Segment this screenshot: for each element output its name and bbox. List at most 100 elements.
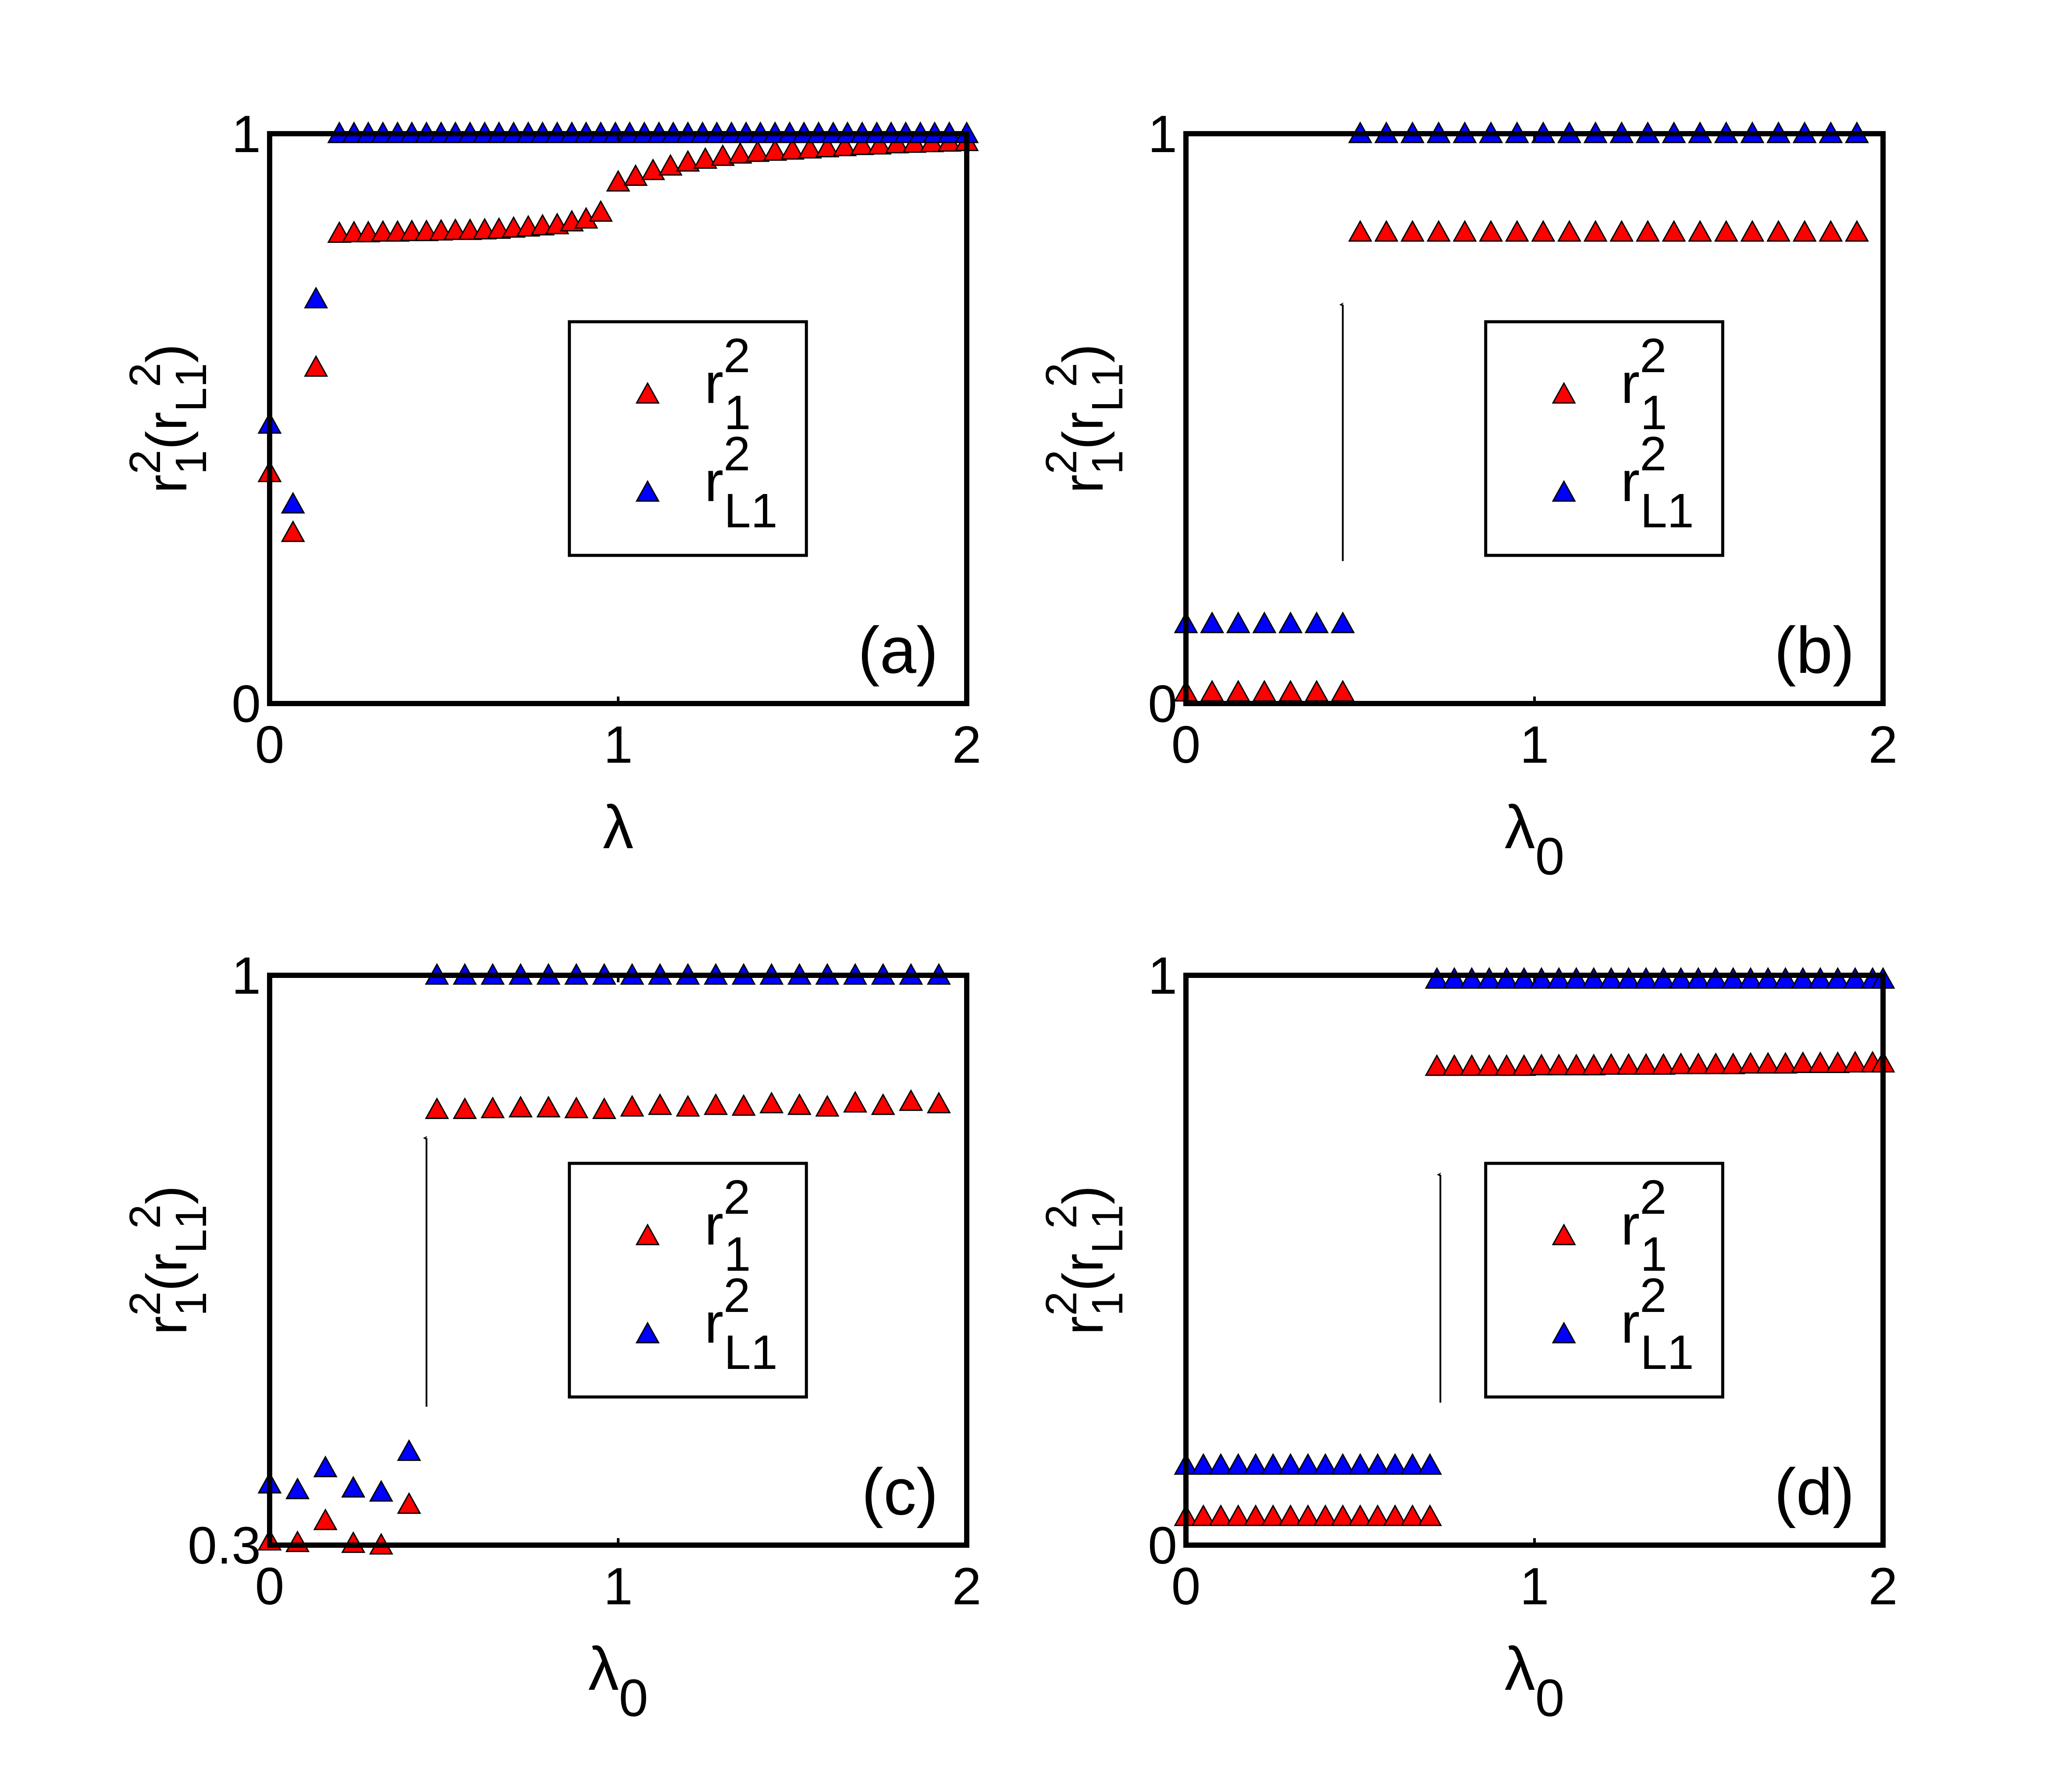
data-point [369,1480,393,1502]
data-point [1460,1054,1484,1076]
data-point [1529,1053,1554,1076]
legend-label-superscript: 2 [1640,329,1666,383]
data-point [1581,967,1606,989]
data-point [1826,967,1850,989]
data-point [1313,1453,1338,1475]
data-point [1819,220,1843,242]
legend-marker [1552,1322,1576,1343]
legend-label-superscript: 2 [723,1170,750,1224]
data-point [1583,220,1608,242]
data-point [745,140,770,162]
data-point [815,1095,840,1117]
y-axis-label-part: L1 [1083,363,1132,412]
data-point [281,520,305,542]
data-point [693,147,718,169]
data-point [1703,967,1728,989]
data-point [1599,1053,1623,1075]
data-point [1453,220,1477,242]
y-axis-label: r12(rL12) [121,1185,216,1335]
legend-label-base: r [1621,1193,1640,1257]
y-axis-label: r12(rL12) [121,344,216,493]
data-point [1383,1453,1407,1475]
data-point [304,286,328,309]
data-point [1226,611,1250,633]
data-point [833,134,857,156]
legend-box [1484,320,1724,557]
x-axis-label-subscript: 0 [619,1669,648,1727]
panel-label: (c) [862,1455,938,1528]
data-point [1651,967,1676,989]
data-point [1738,967,1763,989]
legend-box [568,1162,808,1399]
data-point [1304,679,1329,702]
data-point [1808,1051,1833,1073]
data-point [867,132,892,155]
x-tick-label: 0 [255,1557,285,1616]
data-point [592,1097,616,1119]
data-point [1808,967,1833,989]
data-point [641,158,666,180]
legend-marker [1552,382,1576,404]
legend-label-base: r [705,351,723,415]
y-axis-label-part: 2 [121,1291,170,1316]
data-point [1191,1504,1216,1526]
x-tick-label: 2 [1869,715,1898,774]
legend-label-base: r [1621,351,1640,415]
data-point [1547,1053,1571,1076]
data-point [397,1439,421,1461]
data-point [787,1093,812,1115]
legend-label-base: r [1621,449,1640,513]
legend-label-subscript: L1 [1640,484,1694,538]
legend-label-subscript: 1 [1640,386,1667,440]
data-point [285,1530,310,1552]
data-point [1278,1453,1303,1475]
legend-label-subscript: 1 [724,1227,751,1281]
data-point [1479,220,1503,242]
data-point [1426,220,1451,242]
data-point [704,1093,728,1115]
x-axis-label-main: λ [603,793,634,861]
data-point [1714,220,1738,242]
data-point [1792,220,1817,242]
data-point [899,1089,923,1111]
data-point [1226,1453,1250,1475]
data-point [1721,967,1745,989]
y-axis-label-part: r [135,1316,199,1335]
legend-label-subscript: L1 [724,1326,777,1379]
data-point [1331,611,1355,633]
x-axis-label: λ0 [1505,1634,1565,1727]
x-tick-label: 2 [952,715,982,774]
y-axis-label-part: 2 [1037,1205,1086,1229]
data-point [1331,679,1355,702]
data-point [1688,220,1712,242]
data-point [1529,967,1554,989]
data-point [341,1531,366,1553]
data-point [1651,1053,1676,1075]
data-point [1740,220,1765,242]
legend-marker [635,1223,660,1245]
data-point [508,1095,533,1118]
data-point [1252,679,1277,702]
data-point [1669,1052,1693,1074]
data-point [1278,679,1303,702]
legend-label-superscript: 2 [723,329,750,383]
y-tick-label: 1 [1148,105,1177,163]
legend-label-subscript: 1 [724,386,751,440]
data-point [1460,967,1484,989]
data-point [1844,220,1869,242]
y-axis-label-part: L1 [1083,1205,1132,1253]
data-point [710,144,735,166]
data-point [1304,611,1329,633]
data-point [843,1091,868,1113]
data-point [1766,220,1791,242]
legend-label-superscript: 2 [1640,1269,1666,1322]
y-tick-label: 1 [231,946,261,1005]
data-point [1826,1051,1850,1073]
data-point [1226,1504,1250,1526]
y-axis-label-part: 1 [167,450,216,475]
y-axis-label-part: ) [1051,1185,1115,1204]
y-axis-label-text: r12(rL12) [1037,1185,1132,1335]
y-axis-label-part: 1 [1083,1292,1132,1316]
data-point [281,491,305,514]
y-axis-label-part: ) [135,344,199,363]
